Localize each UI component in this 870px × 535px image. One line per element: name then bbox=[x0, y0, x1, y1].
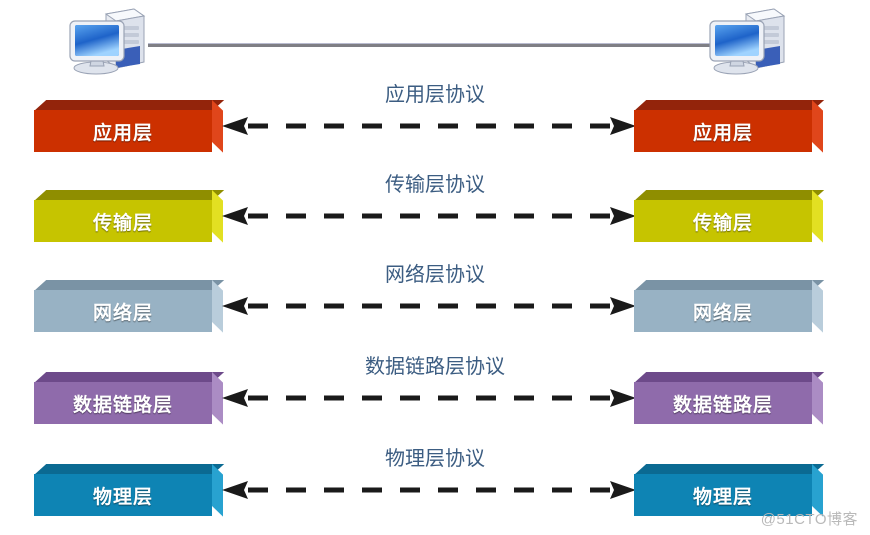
protocol-label-transport: 传输层协议 bbox=[385, 174, 485, 196]
protocol-label-application: 应用层协议 bbox=[385, 84, 485, 106]
layer-label: 数据链路层 bbox=[72, 394, 173, 416]
box-side-face bbox=[812, 280, 823, 333]
layer-row-transport: 传输层协议 传输层 传输层 bbox=[0, 174, 870, 246]
box-front-face: 应用层 bbox=[34, 110, 212, 152]
box-front-face: 物理层 bbox=[634, 474, 812, 516]
layer-box-right-physical[interactable]: 物理层 bbox=[634, 464, 825, 517]
box-front-face: 应用层 bbox=[634, 110, 812, 152]
layer-label: 物理层 bbox=[92, 486, 153, 508]
protocol-label-physical: 物理层协议 bbox=[385, 448, 485, 470]
box-front-face: 网络层 bbox=[634, 290, 812, 332]
layer-box-left-application[interactable]: 应用层 bbox=[34, 100, 225, 153]
layer-box-right-datalink[interactable]: 数据链路层 bbox=[634, 372, 825, 425]
box-front-face: 数据链路层 bbox=[634, 382, 812, 424]
box-front-face: 传输层 bbox=[34, 200, 212, 242]
layer-label: 传输层 bbox=[692, 212, 753, 234]
box-side-face bbox=[812, 190, 823, 243]
layer-row-application: 应用层协议 应用层 应用层 bbox=[0, 84, 870, 156]
layer-label: 应用层 bbox=[692, 122, 753, 144]
layer-box-left-physical[interactable]: 物理层 bbox=[34, 464, 225, 517]
protocol-label-datalink: 数据链路层协议 bbox=[365, 356, 505, 378]
box-side-face bbox=[812, 100, 823, 153]
layer-row-network: 网络层协议 网络层 网络层 bbox=[0, 264, 870, 336]
protocol-arrow-network bbox=[222, 297, 636, 315]
computer-icon-right bbox=[706, 6, 790, 78]
layer-label: 物理层 bbox=[692, 486, 753, 508]
layer-label: 应用层 bbox=[92, 122, 153, 144]
layer-box-left-transport[interactable]: 传输层 bbox=[34, 190, 225, 243]
layer-row-datalink: 数据链路层协议 数据链路层 数据链路层 bbox=[0, 356, 870, 428]
layer-label: 网络层 bbox=[692, 302, 753, 324]
computer-icon-left bbox=[66, 6, 150, 78]
box-front-face: 传输层 bbox=[634, 200, 812, 242]
layer-label: 传输层 bbox=[92, 212, 153, 234]
watermark: @51CTO博客 bbox=[760, 511, 858, 528]
protocol-arrow-physical bbox=[222, 481, 636, 499]
box-front-face: 网络层 bbox=[34, 290, 212, 332]
protocol-arrow-transport bbox=[222, 207, 636, 225]
protocol-label-network: 网络层协议 bbox=[385, 264, 485, 286]
layer-label: 数据链路层 bbox=[672, 394, 773, 416]
layer-box-left-datalink[interactable]: 数据链路层 bbox=[34, 372, 225, 425]
layer-box-right-network[interactable]: 网络层 bbox=[634, 280, 825, 333]
layer-box-left-network[interactable]: 网络层 bbox=[34, 280, 225, 333]
box-side-face bbox=[812, 372, 823, 425]
protocol-arrow-application bbox=[222, 117, 636, 135]
layer-row-physical: 物理层协议 物理层 物理层 bbox=[0, 448, 870, 520]
layer-label: 网络层 bbox=[92, 302, 153, 324]
layer-box-right-transport[interactable]: 传输层 bbox=[634, 190, 825, 243]
host-link-line bbox=[148, 43, 726, 47]
layer-box-right-application[interactable]: 应用层 bbox=[634, 100, 825, 153]
protocol-arrow-datalink bbox=[222, 389, 636, 407]
box-front-face: 物理层 bbox=[34, 474, 212, 516]
box-front-face: 数据链路层 bbox=[34, 382, 212, 424]
